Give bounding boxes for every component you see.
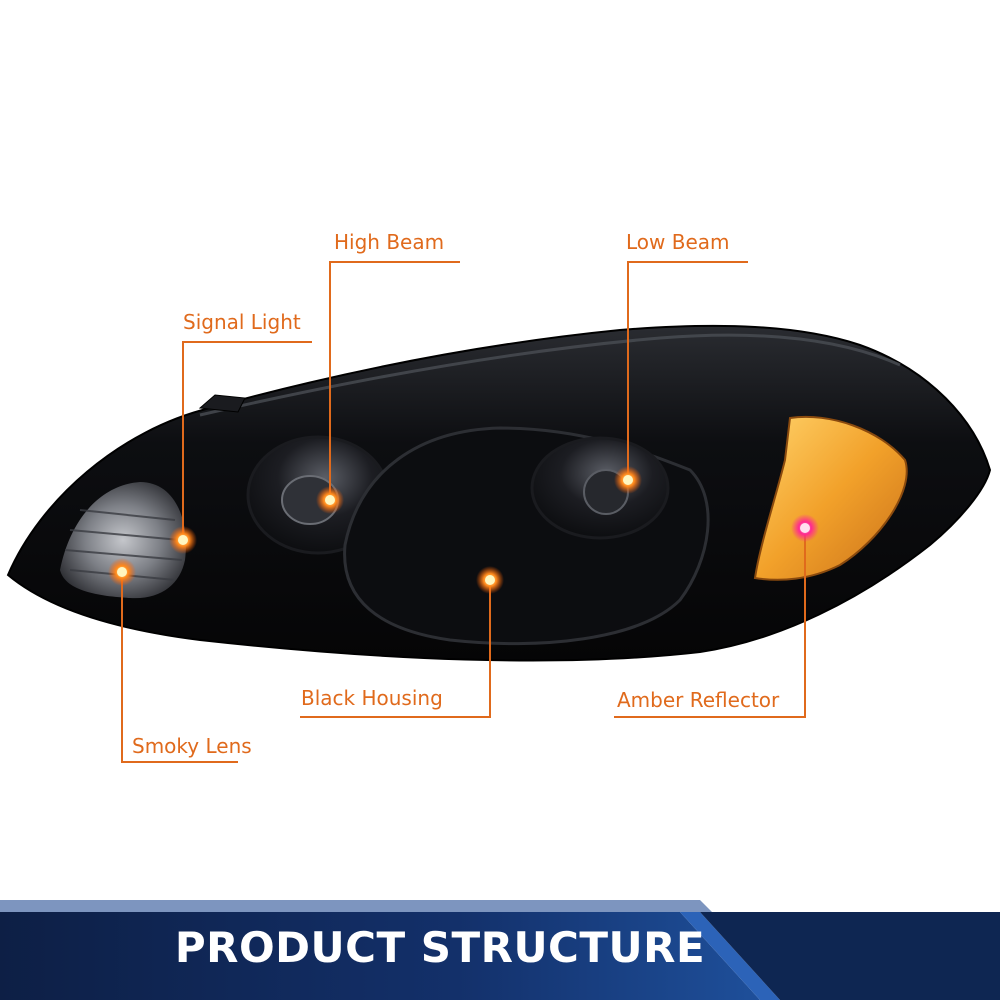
- signal-light-leader: [182, 341, 312, 540]
- smoky-lens-label: Smoky Lens: [132, 734, 252, 758]
- product-structure-banner: [0, 900, 1000, 1000]
- amber-reflector-leader: [614, 528, 806, 718]
- banner-title: PRODUCT STRUCTURE: [174, 923, 706, 972]
- black-housing-leader: [300, 580, 491, 718]
- signal-light-label: Signal Light: [183, 310, 301, 334]
- amber-reflector-shape: [753, 415, 908, 581]
- low-beam-label: Low Beam: [626, 230, 730, 254]
- smoky-lens-leader: [121, 572, 238, 763]
- low-beam-leader: [627, 261, 748, 480]
- high-beam-leader: [329, 261, 460, 500]
- high-beam-label: High Beam: [334, 230, 445, 254]
- amber-reflector-label: Amber Reflector: [617, 688, 780, 712]
- black-housing-label: Black Housing: [301, 686, 443, 710]
